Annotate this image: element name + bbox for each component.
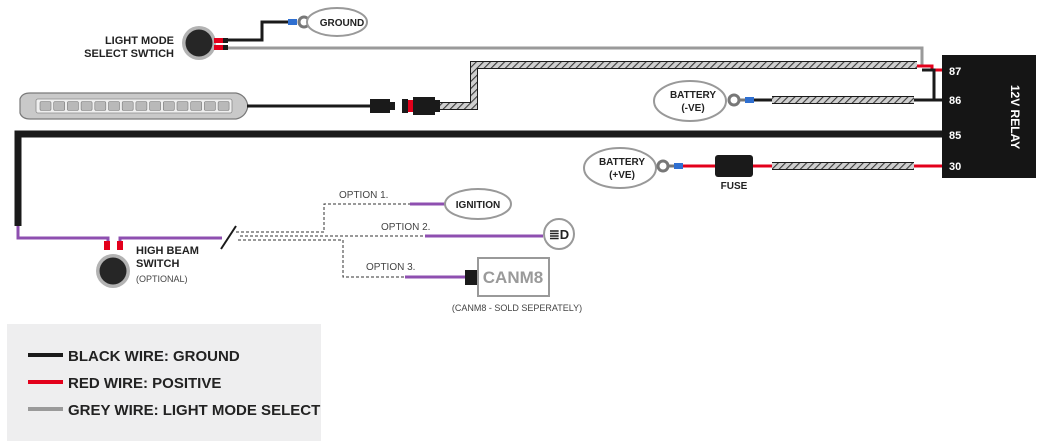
led-cell-icon [67, 101, 79, 111]
led-cell-icon [39, 101, 52, 111]
option-3-label: OPTION 3. [366, 262, 415, 273]
battery-negative-label-1: BATTERY [670, 90, 716, 101]
high-beam-indicator-badge [543, 218, 575, 250]
led-cell-icon [80, 101, 93, 111]
option-2-label: OPTION 2. [381, 222, 430, 233]
high-beam-indicator-icon: ≣D [549, 227, 569, 242]
pin-87-wire [917, 64, 942, 72]
high-beam-switch-label-1: HIGH BEAM [136, 245, 199, 257]
ignition-badge [444, 188, 512, 220]
option-1-dashed-line [236, 203, 410, 233]
light-bar-connector [370, 97, 440, 115]
battery-negative-connector-blue [745, 97, 754, 103]
pin-85-ground-wire [14, 130, 942, 226]
legend-item-black: BLACK WIRE: GROUND [68, 348, 240, 365]
relay-body [942, 55, 1036, 178]
legend: BLACK WIRE: GROUND RED WIRE: POSITIVE GR… [7, 324, 321, 441]
led-cell-icon [53, 101, 66, 111]
led-cell-icon [149, 101, 161, 111]
grey-light-mode-wire [228, 46, 924, 66]
switch-break-mark [220, 225, 237, 250]
battery-positive-ring-terminal-icon [656, 159, 670, 173]
option-3-dashed-line [238, 239, 405, 278]
led-cell-icon [204, 101, 216, 111]
led-cell-icon [108, 101, 120, 111]
battery-positive-label-2: (+VE) [609, 170, 635, 181]
light-mode-switch: LIGHT MODE SELECT SWTICH [84, 26, 228, 60]
high-beam-switch-label-3: (OPTIONAL) [136, 274, 188, 284]
switch-terminal-red [214, 38, 223, 43]
high-beam-switch: HIGH BEAM SWITCH (OPTIONAL) [96, 241, 199, 288]
battery-positive-connector-blue [674, 163, 683, 169]
switch-terminal-red [214, 45, 223, 50]
canm8-module [477, 257, 550, 297]
led-light-bar [19, 92, 249, 120]
relay-pin-30: 30 [949, 161, 961, 173]
relay-label: 12V RELAY [1008, 85, 1022, 149]
light-mode-switch-label-2: SELECT SWTICH [84, 48, 174, 60]
fuse-label: FUSE [721, 181, 748, 192]
led-cell-icon [135, 101, 148, 111]
led-cell-icon [176, 101, 189, 111]
relay-pin-87: 87 [949, 66, 961, 78]
canm8-connector [465, 270, 478, 285]
ground-connector-blue [288, 19, 297, 25]
ground-badge [306, 7, 368, 37]
led-cell-icon [121, 101, 134, 111]
purple-switch-wire [16, 226, 110, 248]
led-cell-icon [190, 101, 202, 111]
canm8-note: (CANM8 - SOLD SEPERATELY) [452, 303, 582, 313]
relay-pin-85: 85 [949, 130, 961, 142]
legend-item-grey: GREY WIRE: LIGHT MODE SELECT [68, 402, 320, 419]
canm8-label: CANM8 [483, 268, 543, 287]
high-beam-switch-label-2: SWITCH [136, 258, 179, 270]
battery-positive-label-1: BATTERY [599, 157, 645, 168]
led-cell-icon [163, 101, 175, 111]
option-1-label: OPTION 1. [339, 190, 388, 201]
relay-pin-86: 86 [949, 95, 961, 107]
fuse-holder-icon [715, 155, 753, 177]
led-cell-icon [94, 101, 107, 111]
ground-wire [228, 20, 288, 42]
legend-item-red: RED WIRE: POSITIVE [68, 375, 221, 392]
battery-negative-ring-terminal-icon [727, 93, 741, 107]
battery-negative-label-2: (-VE) [681, 103, 704, 114]
light-mode-switch-label-1: LIGHT MODE [105, 35, 174, 47]
battery-positive-badge [583, 147, 657, 189]
pin-86-wire [922, 68, 942, 102]
battery-negative-badge [653, 80, 727, 122]
ignition-label: IGNITION [456, 200, 500, 211]
relay: 12V RELAY 87 86 85 30 [942, 55, 1036, 178]
ground-label: GROUND [320, 18, 364, 29]
led-cell-icon [217, 101, 230, 111]
